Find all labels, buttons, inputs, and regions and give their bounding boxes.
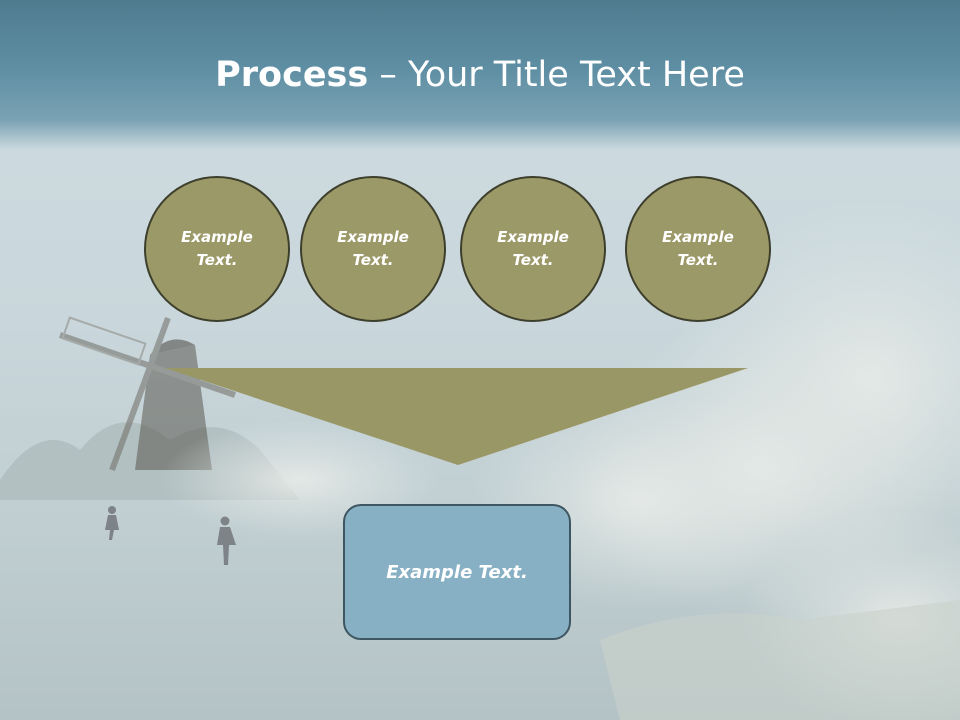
title-rest: – Your Title Text Here [368, 55, 745, 95]
result-box-label: Example Text. [386, 561, 528, 583]
slide-title: Process – Your Title Text Here [0, 50, 960, 100]
skaters [105, 506, 236, 565]
title-bold: Process [215, 55, 369, 95]
result-box: Example Text. [343, 504, 571, 640]
header-band [0, 0, 960, 150]
